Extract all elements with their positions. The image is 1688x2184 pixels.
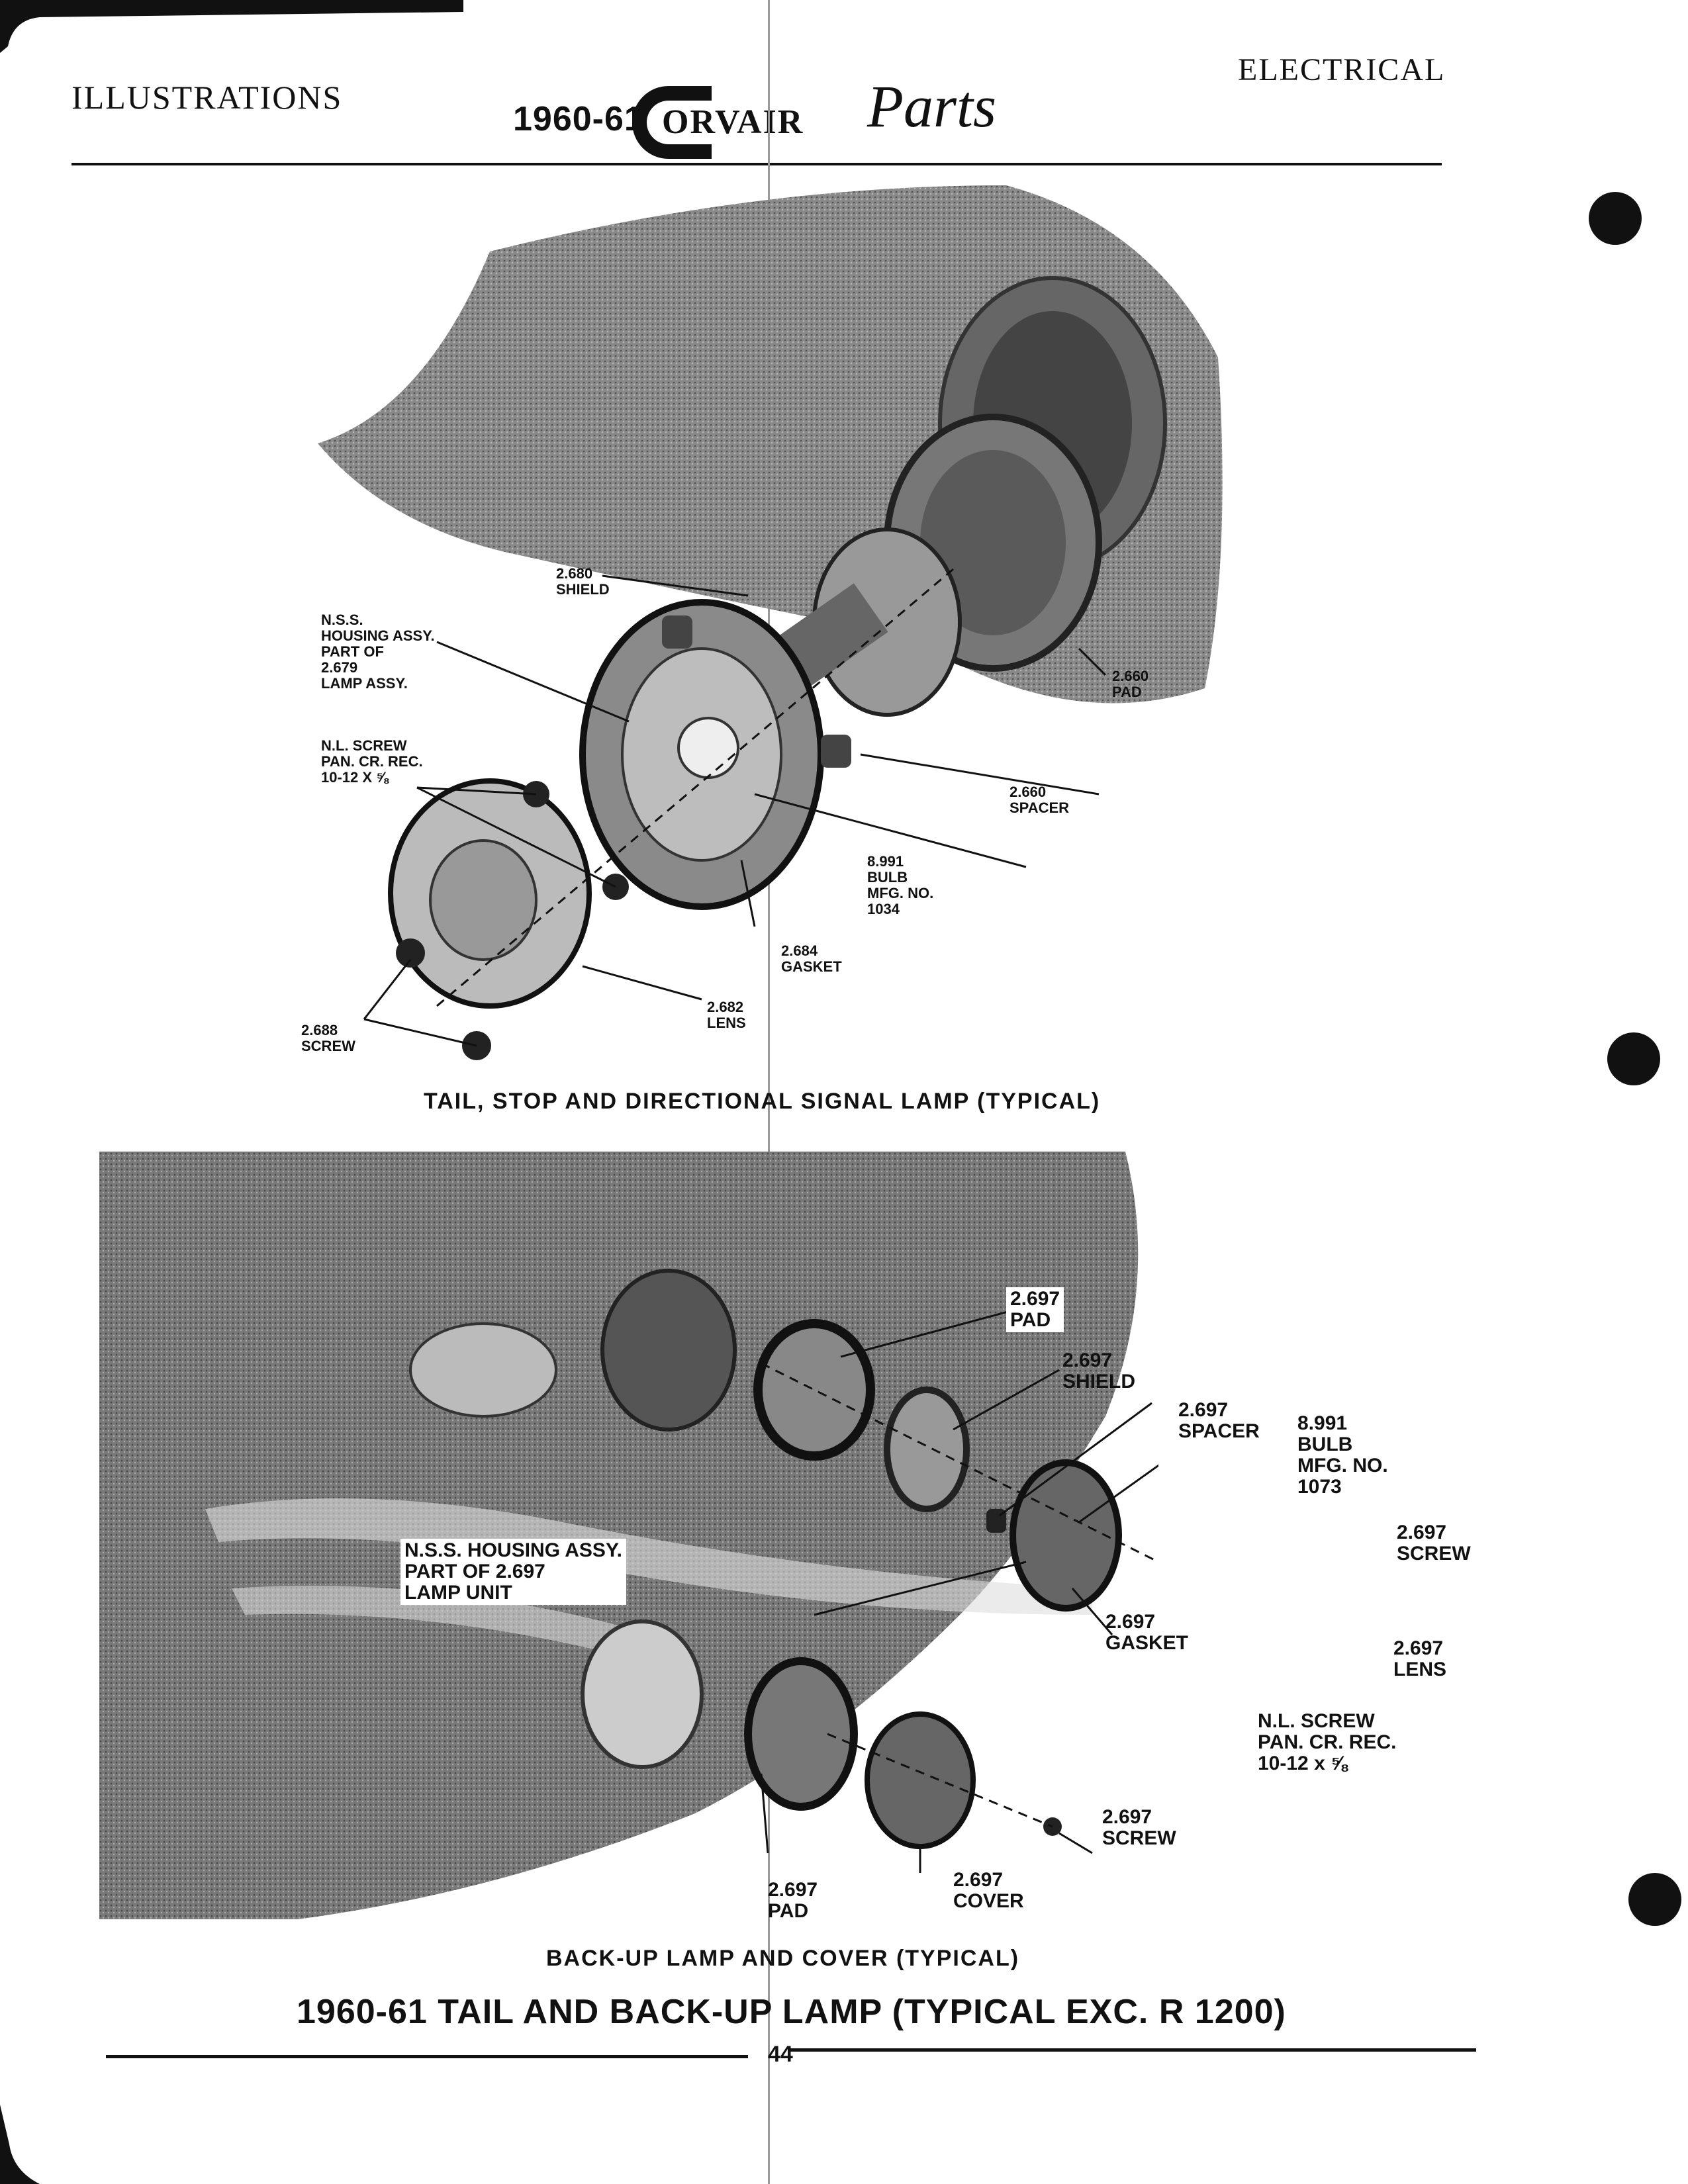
fig2-label-screw-bottom: 2.697 SCREW	[1102, 1806, 1176, 1849]
housing-part	[1009, 1459, 1122, 1612]
header-rule	[71, 163, 1442, 165]
backup-lamp-illustration	[99, 1152, 1158, 1919]
fig2-label-bulb: 8.991 BULB MFG. NO. 1073	[1297, 1412, 1388, 1498]
fig2-label-gasket: 2.697 GASKET	[1105, 1611, 1189, 1654]
fig1-label-shield: 2.680 SHIELD	[556, 565, 610, 598]
page-title: 1960-61 TAIL AND BACK-UP LAMP (TYPICAL E…	[297, 1993, 1286, 2031]
scan-fold-line	[768, 0, 770, 2184]
fig2-label-pad-top: 2.697 PAD	[1006, 1287, 1064, 1332]
fig1-caption: TAIL, STOP AND DIRECTIONAL SIGNAL LAMP (…	[424, 1089, 1101, 1114]
pad-top-part	[753, 1319, 875, 1461]
fig2-caption: BACK-UP LAMP AND COVER (TYPICAL)	[546, 1946, 1020, 1971]
fig2-label-screw-nl: N.L. SCREW PAN. CR. REC. 10-12 x ⅝	[1258, 1710, 1397, 1774]
fig1-label-pad: 2.660 PAD	[1112, 668, 1149, 700]
fig1-label-spacer: 2.660 SPACER	[1009, 784, 1070, 816]
page-number: 44	[768, 2042, 793, 2067]
spacer-part-2	[821, 735, 851, 768]
page-corner-mark	[0, 0, 463, 53]
fig2-label-housing: N.S.S. HOUSING ASSY. PART OF 2.697 LAMP …	[400, 1539, 626, 1605]
fig2-label-cover: 2.697 COVER	[953, 1869, 1024, 1912]
parts-logo-script: Parts	[867, 74, 997, 140]
fig1-label-housing: N.S.S. HOUSING ASSY. PART OF 2.679 LAMP …	[321, 612, 435, 692]
page-corner-mark-bottom	[0, 2105, 40, 2184]
binder-hole-middle	[1607, 1032, 1660, 1085]
binder-hole-top	[1589, 192, 1642, 245]
footer-rule-left	[106, 2055, 748, 2058]
fig2-label-screw-right: 2.697 SCREW	[1397, 1522, 1471, 1565]
pad-bottom-part	[744, 1657, 858, 1811]
shield-part	[884, 1387, 970, 1512]
spacer-part-1	[662, 615, 692, 649]
fig1-label-screw: 2.688 SCREW	[301, 1022, 355, 1054]
header-section-label: ILLUSTRATIONS	[71, 79, 343, 116]
fig2-label-lens: 2.697 LENS	[1393, 1637, 1447, 1680]
cover-part	[865, 1711, 976, 1849]
footer-rule-right	[788, 2048, 1476, 2052]
corvair-logo-word: ORVAIR	[662, 103, 804, 141]
tail-lamp-illustration	[318, 185, 1223, 1060]
fig1-label-lens: 2.682 LENS	[707, 999, 746, 1031]
fig1-label-bulb: 8.991 BULB MFG. NO. 1034	[867, 853, 934, 917]
header-years: 1960-61	[513, 100, 644, 138]
header-category-label: ELECTRICAL	[1238, 52, 1446, 87]
screw-part-1	[396, 938, 425, 968]
binder-hole-bottom	[1628, 1873, 1681, 1926]
fig2-label-spacer: 2.697 SPACER	[1178, 1399, 1260, 1442]
fig1-label-screw-nl: N.L. SCREW PAN. CR. REC. 10-12 x ⅝	[321, 737, 423, 786]
fig1-label-gasket: 2.684 GASKET	[781, 942, 842, 975]
fig2-label-pad-bottom: 2.697 PAD	[768, 1879, 818, 1922]
fig2-label-shield: 2.697 SHIELD	[1062, 1349, 1136, 1392]
